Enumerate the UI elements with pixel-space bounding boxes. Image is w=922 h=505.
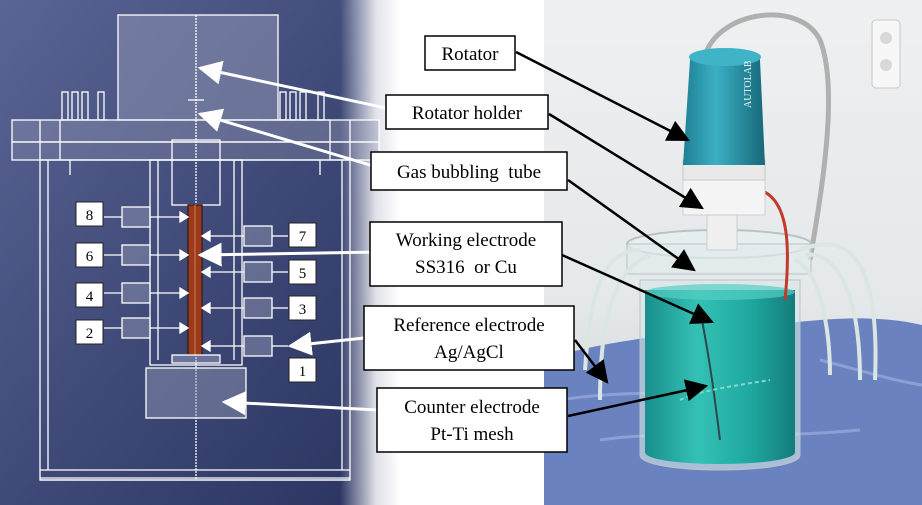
label-rotator: Rotator	[424, 35, 516, 71]
solution	[645, 290, 795, 464]
arrow-working-electrode-cad	[197, 242, 381, 267]
port-8-label: 8	[86, 208, 94, 224]
photo-arrows	[515, 50, 715, 418]
label-counter-electrode-text: Counter electrode	[404, 397, 540, 418]
port-2: 2	[75, 319, 104, 345]
label-counter-electrode: Counter electrode Pt-Ti mesh	[376, 387, 568, 453]
port-7-label: 7	[299, 229, 307, 245]
label-gas-bubbling-tube: Gas bubbling tube	[370, 151, 568, 191]
port-2-label: 2	[86, 326, 94, 342]
label-rotator-holder-text: Rotator holder	[412, 103, 523, 124]
arrow-rotator-holder-cad	[197, 60, 387, 110]
arrow-working-electrode-photo	[561, 253, 715, 325]
red-wire	[759, 188, 789, 301]
label-gas-bubbling-tube-text: Gas bubbling tube	[397, 162, 541, 183]
port-6-label: 6	[86, 249, 94, 265]
arrow-rotator-holder-photo	[548, 112, 704, 210]
port-3: 3	[288, 295, 317, 321]
cad-rotator-holder	[117, 14, 279, 121]
arrow-reference-electrode-photo	[574, 339, 609, 384]
label-working-electrode-text: Working electrode	[396, 230, 536, 251]
label-rotator-holder: Rotator holder	[385, 94, 549, 130]
tubing	[583, 242, 878, 401]
cad-counter-electrode	[145, 367, 247, 419]
arrows	[197, 50, 715, 418]
arrow-reference-electrode-cad	[287, 331, 365, 356]
cad-left-ports	[104, 206, 190, 339]
photo: AUTOLAB	[544, 0, 922, 505]
cad-arrows	[197, 60, 387, 416]
rotator-body	[683, 48, 765, 165]
port-6: 6	[75, 242, 104, 268]
rotator-device: AUTOLAB	[682, 48, 766, 251]
port-5-label: 5	[299, 266, 307, 282]
port-1-label: 1	[299, 364, 307, 380]
port-8: 8	[75, 201, 104, 227]
arrow-counter-electrode-photo	[567, 379, 709, 418]
callout-labels: Rotator Rotator holder Gas bubbling tube…	[363, 35, 575, 453]
label-reference-electrode-material: Ag/AgCl	[434, 342, 504, 363]
port-3-label: 3	[299, 302, 307, 318]
arrow-counter-electrode-cad	[221, 391, 379, 416]
label-working-electrode: Working electrode SS316 or Cu	[369, 221, 563, 287]
arrow-gas-tube-cad	[197, 108, 381, 170]
autolab-brand: AUTOLAB	[743, 60, 754, 108]
arrow-rotator-photo	[515, 50, 691, 142]
wall-outlet-icon	[871, 19, 901, 89]
label-reference-electrode: Reference electrode Ag/AgCl	[363, 305, 575, 371]
label-rotator-text: Rotator	[442, 44, 500, 65]
label-working-electrode-material: SS316 or Cu	[415, 257, 517, 278]
label-reference-electrode-text: Reference electrode	[393, 315, 544, 336]
label-counter-electrode-material: Pt-Ti mesh	[430, 424, 514, 445]
port-4-label: 4	[86, 289, 94, 305]
port-5: 5	[288, 259, 317, 285]
cad-right-ports	[200, 225, 288, 357]
cad-lines	[11, 14, 380, 481]
port-labels: 8 6 4 2 7 5 3	[75, 201, 317, 383]
port-1: 1	[288, 357, 317, 383]
rotator-cable	[702, 12, 832, 261]
port-7: 7	[288, 222, 317, 248]
beaker	[626, 229, 812, 471]
port-4: 4	[75, 282, 104, 308]
arrow-gas-tube-photo	[567, 178, 696, 272]
